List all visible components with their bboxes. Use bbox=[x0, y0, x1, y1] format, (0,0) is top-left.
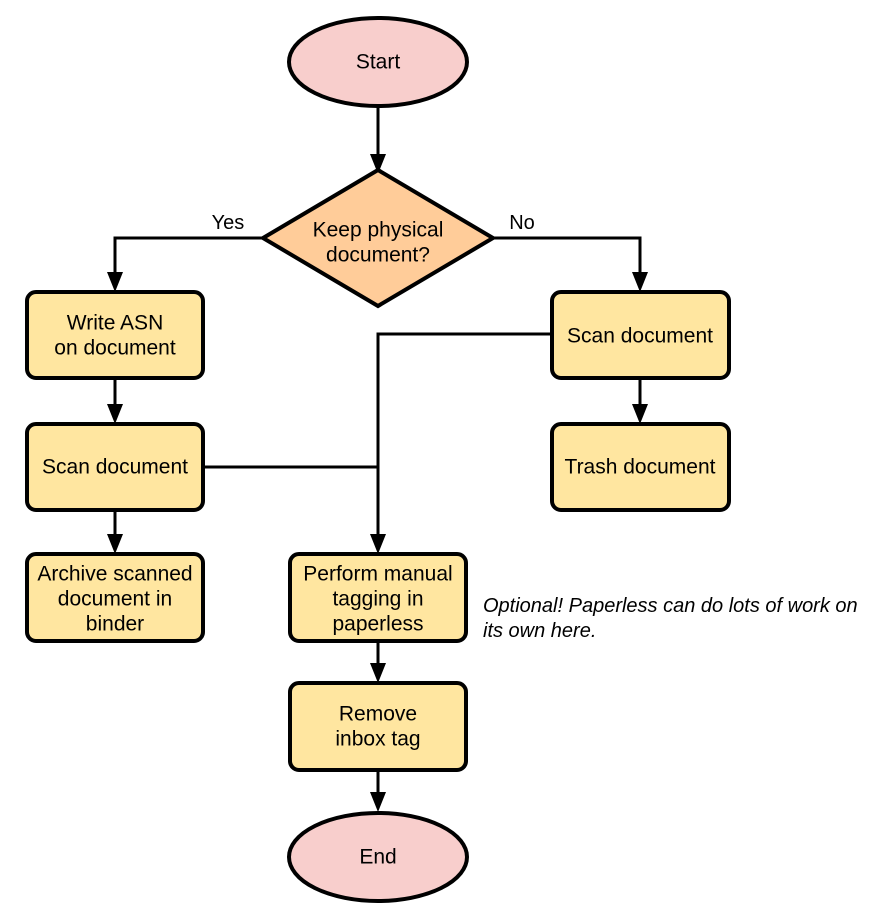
annotation-line2: its own here. bbox=[483, 620, 596, 642]
decision-label-line1: Keep physical bbox=[313, 219, 444, 242]
edge-label-no: No bbox=[509, 212, 535, 234]
edge-decision-no-to-scan-right bbox=[493, 236, 648, 292]
annotation-optional-note: Optional! Paperless can do lots of work … bbox=[483, 595, 858, 642]
edge-scan-left-to-archive bbox=[107, 510, 123, 554]
end-ellipse-shape bbox=[287, 811, 469, 903]
write-asn-rect-shape bbox=[25, 290, 205, 380]
archive-label-line3: binder bbox=[86, 613, 144, 636]
edge-scan-right-to-manual-tagging bbox=[370, 332, 552, 554]
remove-inbox-rect-shape bbox=[288, 681, 468, 772]
decision-label-line2: document? bbox=[326, 244, 430, 267]
scan-document-left-label: Scan document bbox=[42, 456, 188, 479]
archive-label-line1: Archive scanned bbox=[37, 563, 192, 586]
node-remove-inbox-tag[interactable]: Remove inbox tag bbox=[288, 681, 468, 772]
trash-document-rect-shape bbox=[550, 422, 731, 512]
node-trash-document[interactable]: Trash document bbox=[550, 422, 731, 512]
edge-manual-tagging-to-remove-inbox bbox=[370, 641, 386, 683]
node-end[interactable]: End bbox=[287, 811, 469, 903]
edge-remove-inbox-to-end bbox=[370, 770, 386, 812]
manual-tagging-rect-shape bbox=[288, 552, 468, 643]
edge-start-to-decision bbox=[370, 107, 386, 174]
edge-decision-yes-to-write-asn bbox=[107, 236, 263, 292]
scan-document-right-rect-shape bbox=[550, 290, 731, 380]
node-decision-keep-physical-document[interactable]: Keep physical document? bbox=[259, 167, 497, 309]
annotation-line1: Optional! Paperless can do lots of work … bbox=[483, 595, 858, 617]
archive-label-line2: document in bbox=[58, 588, 172, 611]
edge-write-asn-to-scan-left bbox=[107, 378, 123, 424]
remove-inbox-label-line1: Remove bbox=[339, 703, 417, 726]
decision-diamond-shape bbox=[259, 167, 497, 309]
node-scan-document-left[interactable]: Scan document bbox=[25, 422, 205, 512]
node-start[interactable]: Start bbox=[287, 16, 469, 108]
manual-tagging-label-line1: Perform manual bbox=[303, 563, 452, 586]
scan-document-left-rect-shape bbox=[25, 422, 205, 512]
node-perform-manual-tagging[interactable]: Perform manual tagging in paperless bbox=[288, 552, 468, 643]
node-archive-scanned-document[interactable]: Archive scanned document in binder bbox=[25, 552, 205, 643]
end-label: End bbox=[359, 846, 396, 869]
start-ellipse-shape bbox=[287, 16, 469, 108]
manual-tagging-label-line3: paperless bbox=[332, 613, 423, 636]
write-asn-label-line1: Write ASN bbox=[67, 312, 163, 335]
node-scan-document-right[interactable]: Scan document bbox=[550, 290, 731, 380]
remove-inbox-label-line2: inbox tag bbox=[335, 728, 420, 751]
trash-document-label: Trash document bbox=[565, 456, 716, 479]
edge-label-yes: Yes bbox=[212, 212, 245, 234]
archive-rect-shape bbox=[25, 552, 205, 643]
node-write-asn-on-document[interactable]: Write ASN on document bbox=[25, 290, 205, 380]
write-asn-label-line2: on document bbox=[54, 337, 176, 360]
start-label: Start bbox=[356, 51, 401, 74]
scan-document-right-label: Scan document bbox=[567, 325, 713, 348]
manual-tagging-label-line2: tagging in bbox=[332, 588, 423, 611]
edge-scan-right-to-trash bbox=[632, 378, 648, 424]
